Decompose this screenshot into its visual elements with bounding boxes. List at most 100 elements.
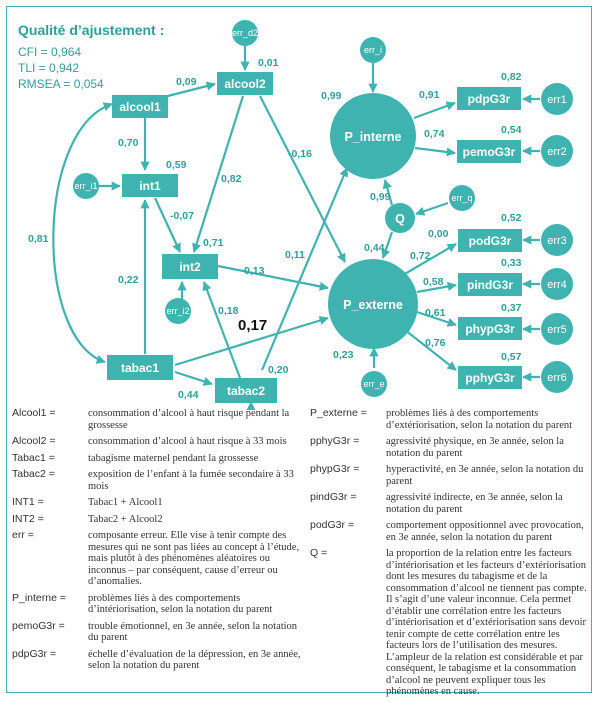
glossary-entry: Tabac1 = tabagisme maternel pendant la gr… bbox=[12, 451, 307, 465]
glossary-entry: P_externe =problèmes liés à des comporte… bbox=[310, 407, 590, 431]
glossary-entry: phypG3r =hyperactivité, en 3e année, sel… bbox=[310, 463, 590, 487]
box-tabac1 bbox=[107, 355, 173, 380]
box-int1 bbox=[122, 174, 178, 197]
coef-pext-pod: 0,72 bbox=[410, 250, 431, 262]
coef-tab2-int2: 0,18 bbox=[218, 305, 239, 317]
arrow-alcool1-tabac1-corr bbox=[52, 102, 113, 364]
coef-pind-r2: 0,33 bbox=[501, 257, 522, 269]
circle-err4 bbox=[541, 268, 573, 300]
circle-err2 bbox=[541, 135, 573, 167]
glossary-definition: échelle d’évaluation de la dépression, e… bbox=[88, 648, 301, 672]
glossary-definition: trouble émotionnel, en 3e année, selon l… bbox=[88, 620, 298, 644]
label-alcool2: alcool2 bbox=[224, 77, 266, 91]
glossary-definition: hyperactivité, en 3e année, selon la not… bbox=[386, 464, 584, 487]
circle-err-i bbox=[360, 37, 386, 63]
label-err3: err3 bbox=[547, 235, 567, 247]
arrow-tabac1-tabac2 bbox=[174, 370, 213, 386]
glossary-term: P_interne = bbox=[12, 591, 66, 604]
glossary-entry: Alcool2 =consommation d’alcool à haut ri… bbox=[12, 435, 307, 448]
glossary-entry: INT1 =Tabac1 + Alcool1 bbox=[12, 496, 307, 509]
coef-pint-pdp: 0,91 bbox=[419, 89, 440, 101]
arrow-pexterne-phyp bbox=[416, 310, 457, 327]
glossary-entry: pindG3r =agressivité indirecte, en 3e an… bbox=[310, 491, 590, 515]
glossary-term: pphyG3r = bbox=[310, 435, 360, 447]
coef-int1-int2: -0,07 bbox=[170, 210, 194, 222]
glossary-term: Tabac1 = bbox=[12, 451, 55, 464]
glossary-entry: INT2 =Tabac2 + Alcool2 bbox=[12, 513, 307, 526]
glossary-entry: P_interne =problèmes liés à des comporte… bbox=[12, 591, 307, 616]
glossary-entry: podG3r =comportement oppositionnel avec … bbox=[310, 519, 590, 543]
label-err-i2: err_i2 bbox=[166, 306, 189, 316]
arrow-errq-q bbox=[415, 201, 449, 216]
circle-err-d2 bbox=[232, 20, 258, 46]
circle-err-i2 bbox=[165, 298, 191, 324]
coef-tab1-int1: 0,22 bbox=[118, 274, 139, 286]
arrow-int2-pexterne bbox=[217, 264, 329, 291]
label-err1: err1 bbox=[547, 94, 567, 106]
glossary-term: err = bbox=[12, 529, 34, 541]
box-podG3r bbox=[458, 229, 522, 252]
arrow-tabac2-pinterne bbox=[260, 167, 349, 371]
glossary-definition: consommation d’alcool à haut risque pend… bbox=[88, 408, 290, 431]
circle-err1 bbox=[541, 83, 573, 115]
glossary-entry: pemoG3r = trouble émotionnel, en 3e année… bbox=[12, 619, 307, 644]
coef-int2-r2: 0,71 bbox=[203, 237, 224, 249]
coef-pext-pind: 0,58 bbox=[423, 276, 444, 288]
arrow-q-pinterne bbox=[382, 179, 394, 206]
label-err-i: err_i bbox=[364, 45, 382, 55]
coef-pemo-r2: 0,54 bbox=[501, 124, 522, 136]
coef-pint-pemo: 0,74 bbox=[424, 128, 445, 140]
coef-alc2-int2: 0,82 bbox=[221, 173, 242, 185]
arrow-alcool2-int2 bbox=[192, 95, 245, 253]
path-coefficients: 0,09 0,01 0,70 0,59 0,82 -0,07 -0,16 0,8… bbox=[28, 57, 522, 401]
glossary-term: pemoG3r = bbox=[12, 619, 65, 632]
coef-alc2-r2: 0,01 bbox=[258, 57, 279, 69]
arrow-pexterne-pod bbox=[402, 243, 457, 276]
glossary-entry: Alcool1 = consommation d’alcool à haut ri… bbox=[12, 407, 307, 431]
circle-q bbox=[385, 203, 415, 233]
arrow-pinterne-pemo bbox=[414, 146, 456, 157]
box-alcool2 bbox=[217, 72, 273, 95]
glossary-entry: Q =la proportion de la relation entre le… bbox=[310, 547, 590, 698]
coef-tab1-tab2: 0,44 bbox=[178, 389, 199, 401]
circle-err-e bbox=[361, 371, 387, 397]
fit-cfi: CFI = 0,964 bbox=[18, 45, 81, 59]
coef-q-pint: 0,99 bbox=[370, 191, 391, 203]
label-err-d2: err_d2 bbox=[232, 28, 258, 38]
glossary-definition: composante erreur. Elle vise à tenir com… bbox=[88, 530, 300, 587]
arrow-alcool2-pexterne bbox=[259, 95, 346, 263]
circle-p-externe bbox=[328, 259, 418, 349]
arrow-pexterne-pphy bbox=[404, 329, 457, 371]
glossary-term: INT1 = bbox=[12, 496, 44, 508]
coef-pext-pphy: 0,76 bbox=[425, 337, 446, 349]
circle-err-q bbox=[449, 185, 475, 211]
label-tabac1: tabac1 bbox=[121, 361, 159, 375]
path-arrows bbox=[52, 45, 540, 410]
box-pphyG3r bbox=[458, 366, 522, 389]
label-err6: err6 bbox=[547, 372, 567, 384]
label-pdpG3r: pdpG3r bbox=[468, 92, 511, 106]
fit-title: Qualité d’ajustement : bbox=[18, 22, 164, 38]
glossary-entry: pdpG3r =échelle d’évaluation de la dépre… bbox=[12, 648, 307, 672]
glossary-definition: consommation d’alcool à haut risque à 33… bbox=[88, 436, 287, 447]
glossary-entry: pphyG3r =agressivité physique, en 3e ann… bbox=[310, 435, 590, 459]
circle-err6 bbox=[541, 361, 573, 393]
arrow-pexterne-pind bbox=[416, 281, 457, 294]
arrow-tabac2-int2 bbox=[202, 281, 242, 379]
fit-rmsea: RMSEA = 0,054 bbox=[18, 77, 104, 91]
fit-tli: TLI = 0,942 bbox=[18, 61, 79, 75]
glossary-term: Alcool1 = bbox=[12, 407, 56, 419]
label-p-externe: P_externe bbox=[343, 298, 403, 312]
label-tabac2: tabac2 bbox=[227, 384, 265, 398]
glossary-entry: err = composante erreur. Elle vise à teni… bbox=[12, 529, 307, 588]
glossary-definition: tabagisme maternel pendant la grossesse bbox=[88, 452, 259, 464]
coef-int2-pext: 0,13 bbox=[244, 265, 265, 277]
error-terms: err_d2 err_i err_i1 err_i2 err_s2 err_q … bbox=[73, 20, 573, 397]
label-int2: int2 bbox=[179, 260, 201, 274]
coef-pphy-r2: 0,57 bbox=[501, 351, 522, 363]
glossary-definition: exposition de l’enfant à la fumée second… bbox=[88, 469, 294, 492]
coef-tab2-pint: 0,11 bbox=[285, 249, 305, 261]
box-tabac2 bbox=[215, 378, 277, 403]
glossary-term: Tabac2 = bbox=[12, 468, 55, 480]
glossary-definition: problèmes liés à des comportements d’ext… bbox=[386, 408, 573, 431]
